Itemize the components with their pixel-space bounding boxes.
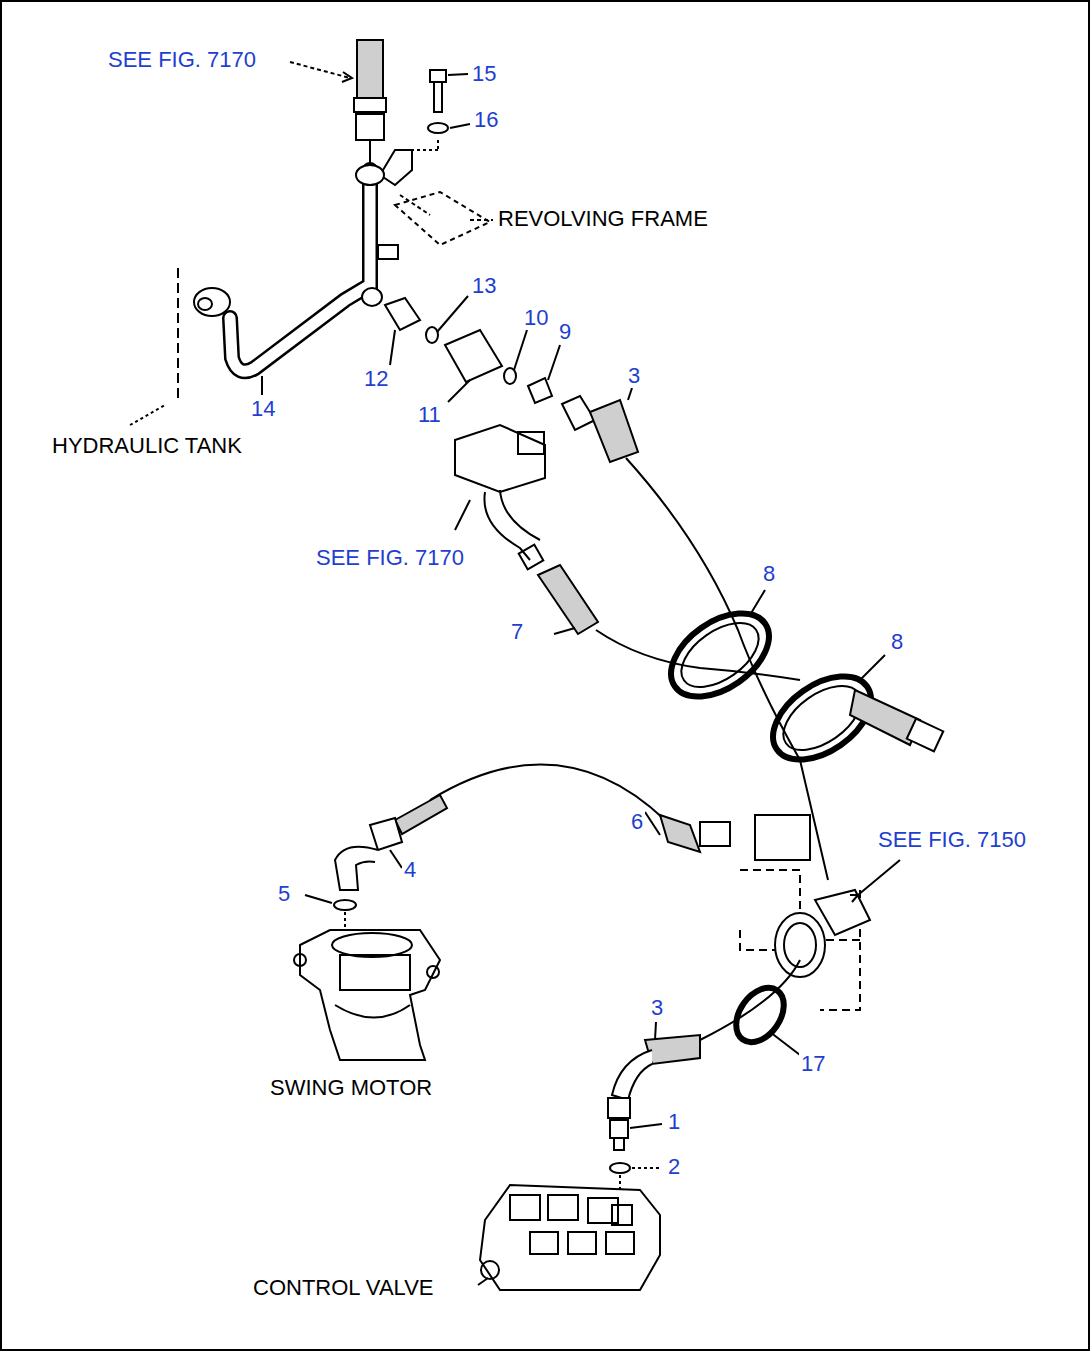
part-name: HYDRAULIC TANK xyxy=(50,434,244,458)
callout-number: 9 xyxy=(557,320,573,344)
callout-number: 2 xyxy=(666,1155,682,1179)
callout-number: 14 xyxy=(249,397,277,421)
callout-number: 8 xyxy=(889,630,905,654)
callout-number: 10 xyxy=(522,306,550,330)
callout-number: 4 xyxy=(402,858,418,882)
figure-reference: SEE FIG. 7150 xyxy=(876,828,1028,852)
callout-number: 11 xyxy=(416,403,443,427)
part-name: CONTROL VALVE xyxy=(251,1276,436,1300)
part-name: REVOLVING FRAME xyxy=(496,207,710,231)
figure-reference: SEE FIG. 7170 xyxy=(106,48,258,72)
callout-number: 8 xyxy=(761,562,777,586)
callout-number: 6 xyxy=(629,810,645,834)
part-name: SWING MOTOR xyxy=(268,1076,434,1100)
callout-number: 16 xyxy=(472,108,500,132)
callout-number: 5 xyxy=(276,882,292,906)
callout-number: 12 xyxy=(362,367,390,391)
figure-reference: SEE FIG. 7170 xyxy=(314,546,466,570)
callout-number: 13 xyxy=(470,274,498,298)
callout-number: 3 xyxy=(626,364,642,388)
callout-number: 17 xyxy=(799,1052,827,1076)
callout-number: 15 xyxy=(470,62,498,86)
callout-number: 7 xyxy=(509,620,525,644)
callout-number: 3 xyxy=(649,996,665,1020)
callout-number: 1 xyxy=(666,1110,682,1134)
